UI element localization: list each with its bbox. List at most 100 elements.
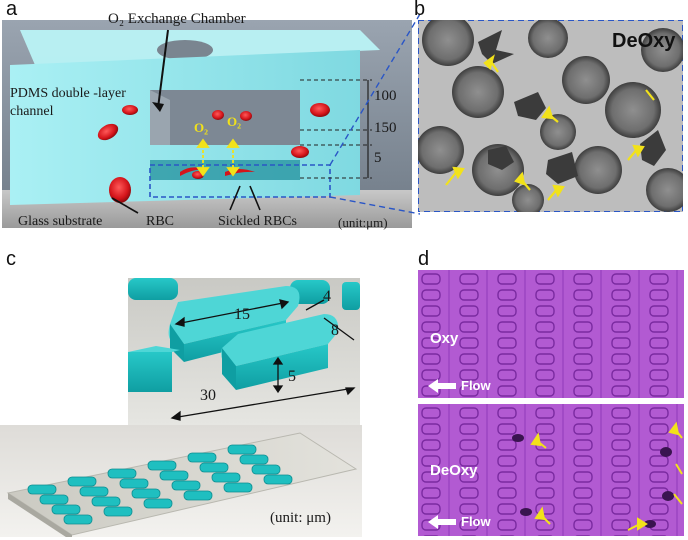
pillar <box>171 480 201 491</box>
micropillar <box>611 369 631 381</box>
lower-channel <box>150 160 300 180</box>
o2-label-right: O₂ <box>227 114 242 129</box>
dim-4: 4 <box>323 288 331 305</box>
pillar <box>147 460 177 471</box>
micropillar <box>459 337 479 349</box>
pillar <box>227 444 257 455</box>
micropillar <box>611 455 631 467</box>
panel-a-device-schematic <box>2 13 420 228</box>
micropillar <box>421 289 441 301</box>
micropillar <box>611 305 631 317</box>
pillar <box>131 488 161 499</box>
pillar <box>39 494 69 505</box>
dim-5: 5 <box>374 150 382 166</box>
micropillar <box>573 407 593 419</box>
micropillar <box>611 423 631 435</box>
micropillar <box>611 519 631 531</box>
pillar <box>103 506 133 517</box>
micropillar <box>611 273 631 285</box>
micropillar <box>459 407 479 419</box>
pillar <box>211 472 241 483</box>
micropillar <box>497 289 517 301</box>
flow-arrow-shaft <box>438 518 456 525</box>
rbc <box>291 146 309 158</box>
pillar <box>187 452 217 463</box>
micropillar <box>421 273 441 285</box>
rbc <box>97 123 119 141</box>
panel-a-letter: a <box>6 0 18 20</box>
trapped-sickled-cells <box>512 434 674 528</box>
micropillar <box>573 423 593 435</box>
micropillar <box>535 385 555 397</box>
micropillar <box>573 455 593 467</box>
micropillar <box>497 503 517 515</box>
panel-d-oxy-flow: Flow <box>428 378 491 393</box>
micropillar <box>573 353 593 365</box>
dim-150: 150 <box>374 120 397 136</box>
flow-arrow-shaft <box>438 382 456 389</box>
micropillar <box>497 305 517 317</box>
micropillar <box>611 439 631 451</box>
micropillar <box>497 471 517 483</box>
micropillar <box>459 353 479 365</box>
micropillar <box>611 503 631 515</box>
dim-5-height: 5 <box>288 368 296 385</box>
micropillar <box>649 289 669 301</box>
micropillar <box>535 305 555 317</box>
micropillar <box>497 385 517 397</box>
micropillar <box>421 353 441 365</box>
pillar <box>263 474 293 485</box>
panel-d-deoxy-image <box>418 404 684 536</box>
micropillar <box>573 337 593 349</box>
rbc <box>212 110 224 120</box>
micropillar <box>573 321 593 333</box>
micropillar <box>421 455 441 467</box>
micropillar <box>535 369 555 381</box>
dimension-guides <box>300 79 372 179</box>
micropillar <box>497 439 517 451</box>
micropillar <box>611 407 631 419</box>
panel-b-state-label: DeOxy <box>612 30 676 52</box>
micropillar <box>497 487 517 499</box>
pdms-label-line2: channel <box>10 104 54 119</box>
micropillar <box>497 455 517 467</box>
micropillar <box>459 385 479 397</box>
micropillar <box>611 385 631 397</box>
micropillar <box>649 321 669 333</box>
micropillar <box>535 321 555 333</box>
micropillar <box>573 519 593 531</box>
micropillar <box>649 369 669 381</box>
micropillar <box>649 337 669 349</box>
micropillar <box>649 471 669 483</box>
flow-arrow-icon <box>428 514 438 529</box>
micropillar <box>535 423 555 435</box>
o2-diffusion-arrows <box>196 138 240 177</box>
micropillar <box>459 471 479 483</box>
micropillar <box>497 519 517 531</box>
pdms-label-line1: PDMS double -layer <box>10 86 126 101</box>
pillar <box>159 470 189 481</box>
pillar <box>183 490 213 501</box>
pillar <box>91 496 121 507</box>
micropillar <box>421 321 441 333</box>
rbc <box>122 105 138 115</box>
panel-d-letter: d <box>418 248 430 270</box>
micropillar <box>649 273 669 285</box>
pillar <box>119 478 149 489</box>
rbc <box>240 111 252 121</box>
micropillar <box>497 337 517 349</box>
sickled-rbcs-label: Sickled RBCs <box>218 214 297 229</box>
panel-c-letter: c <box>6 248 16 270</box>
panel-d-deoxy-label: DeOxy <box>430 462 478 479</box>
micropillar <box>573 439 593 451</box>
micropillar <box>459 423 479 435</box>
micropillar <box>421 305 441 317</box>
micropillar <box>573 289 593 301</box>
micropillar <box>421 503 441 515</box>
micropillar <box>649 305 669 317</box>
micropillar <box>459 439 479 451</box>
panel-d-arrows <box>530 421 683 531</box>
dim-8: 8 <box>331 322 339 339</box>
micropillar <box>459 369 479 381</box>
micropillar <box>611 487 631 499</box>
